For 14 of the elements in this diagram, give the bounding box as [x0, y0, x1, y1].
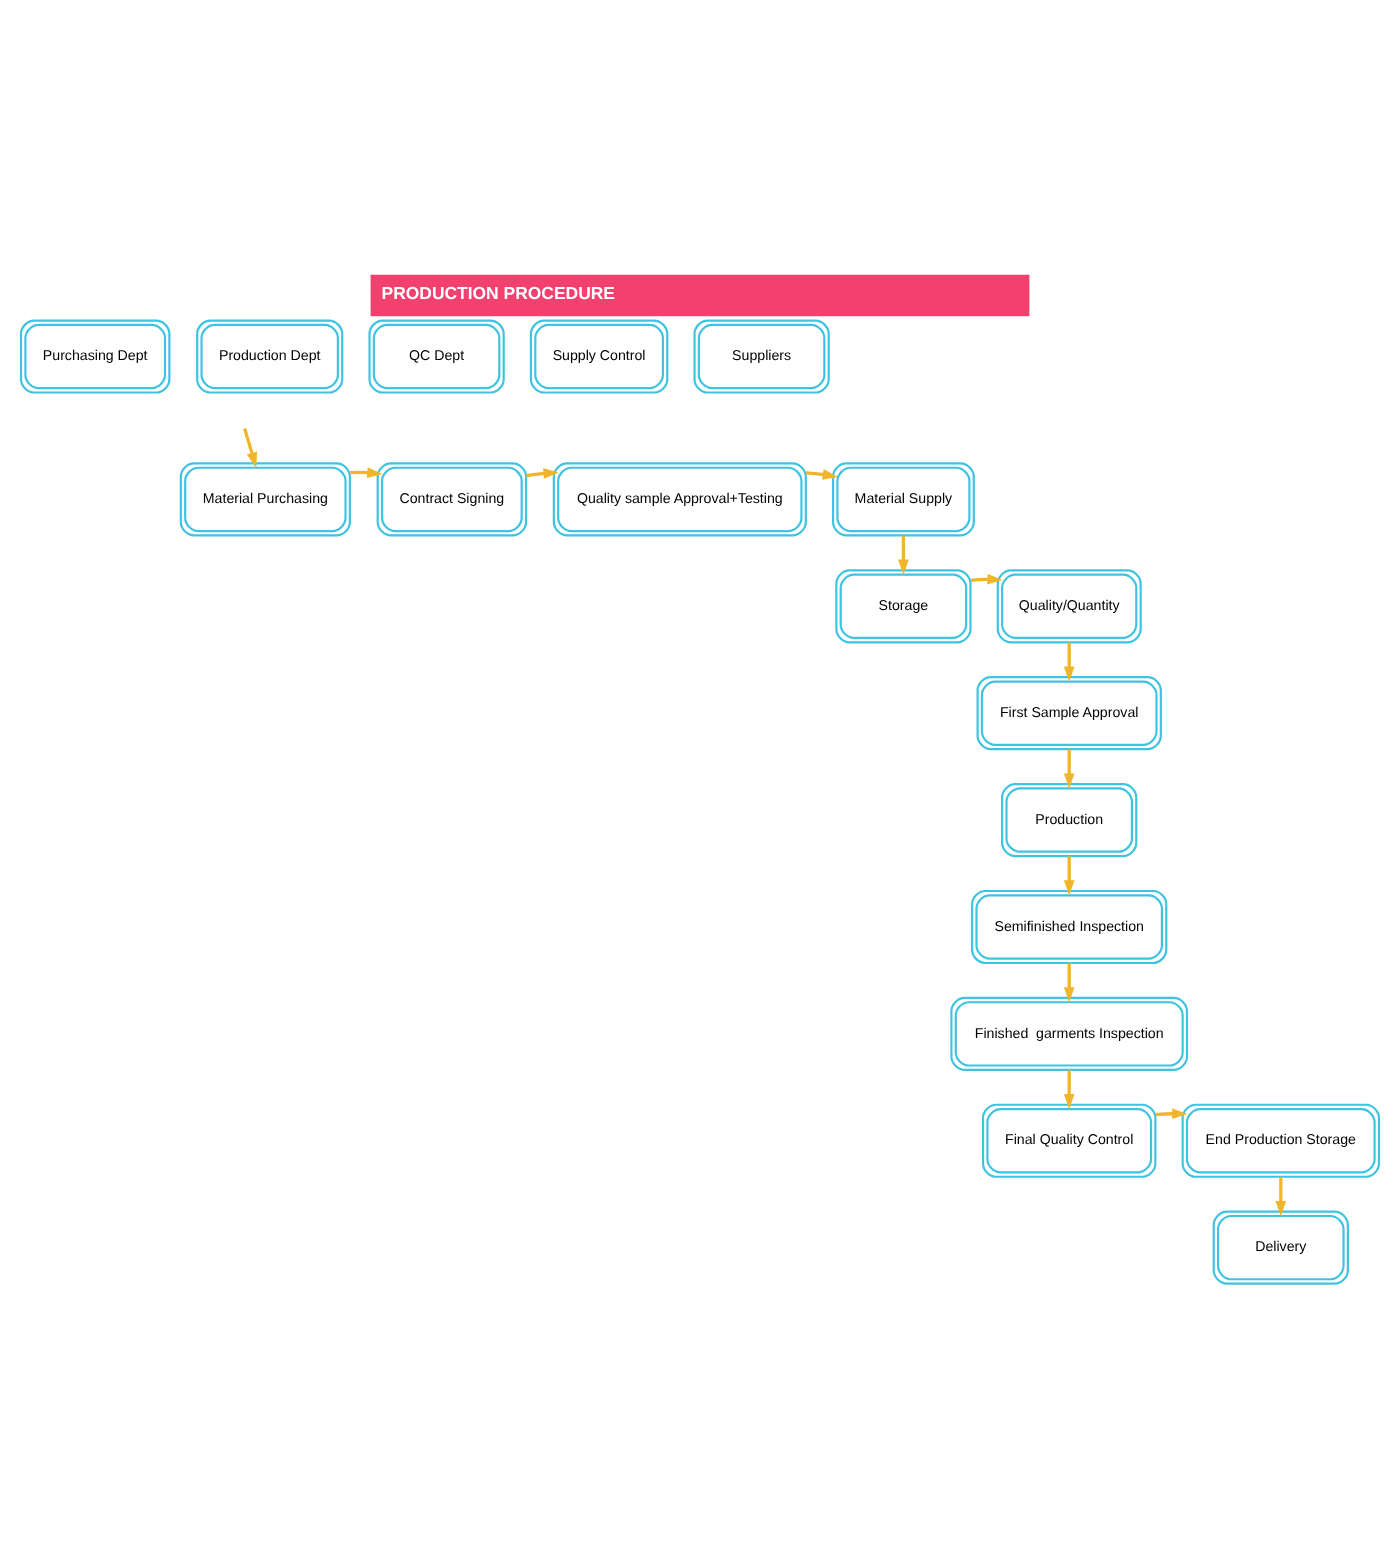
- arrow: [1063, 1070, 1075, 1110]
- arrow: [970, 573, 1003, 585]
- arrow: [1063, 963, 1075, 1003]
- diagram-title: PRODUCTION PROCEDURE: [381, 282, 616, 303]
- arrow: [898, 535, 909, 575]
- arrow: [1063, 642, 1075, 682]
- arrow: [350, 467, 383, 478]
- arrow: [805, 469, 838, 480]
- arrow: [1275, 1177, 1287, 1217]
- arrow: [1063, 856, 1075, 896]
- arrow: [1155, 1108, 1188, 1120]
- arrow: [525, 468, 559, 479]
- arrow: [1063, 749, 1075, 789]
- arrow: [243, 428, 258, 468]
